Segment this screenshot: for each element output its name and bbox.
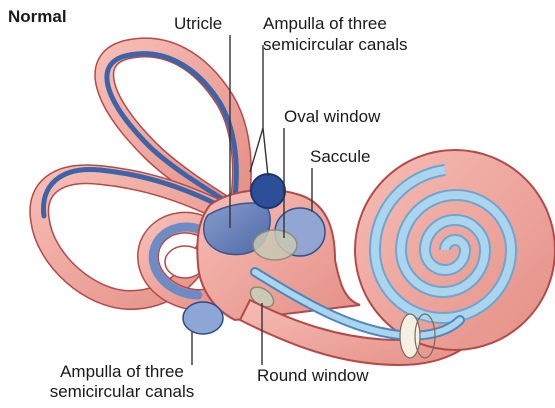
panel-title: Normal (8, 7, 67, 27)
label-ampulla-top-line1: Ampulla of three (263, 14, 387, 34)
label-saccule: Saccule (310, 147, 370, 167)
ampulla-top-structure (251, 174, 285, 208)
label-utricle: Utricle (174, 14, 222, 34)
label-oval-window: Oval window (284, 107, 380, 127)
ampulla-bottom-structure (183, 302, 223, 334)
label-round-window: Round window (257, 366, 369, 386)
oval-window-structure (253, 230, 297, 260)
label-ampulla-bottom-line2: semicircular canals (37, 382, 207, 402)
label-ampulla-top-line2: semicircular canals (263, 35, 408, 55)
label-ampulla-bottom-line1: Ampulla of three (37, 362, 207, 382)
